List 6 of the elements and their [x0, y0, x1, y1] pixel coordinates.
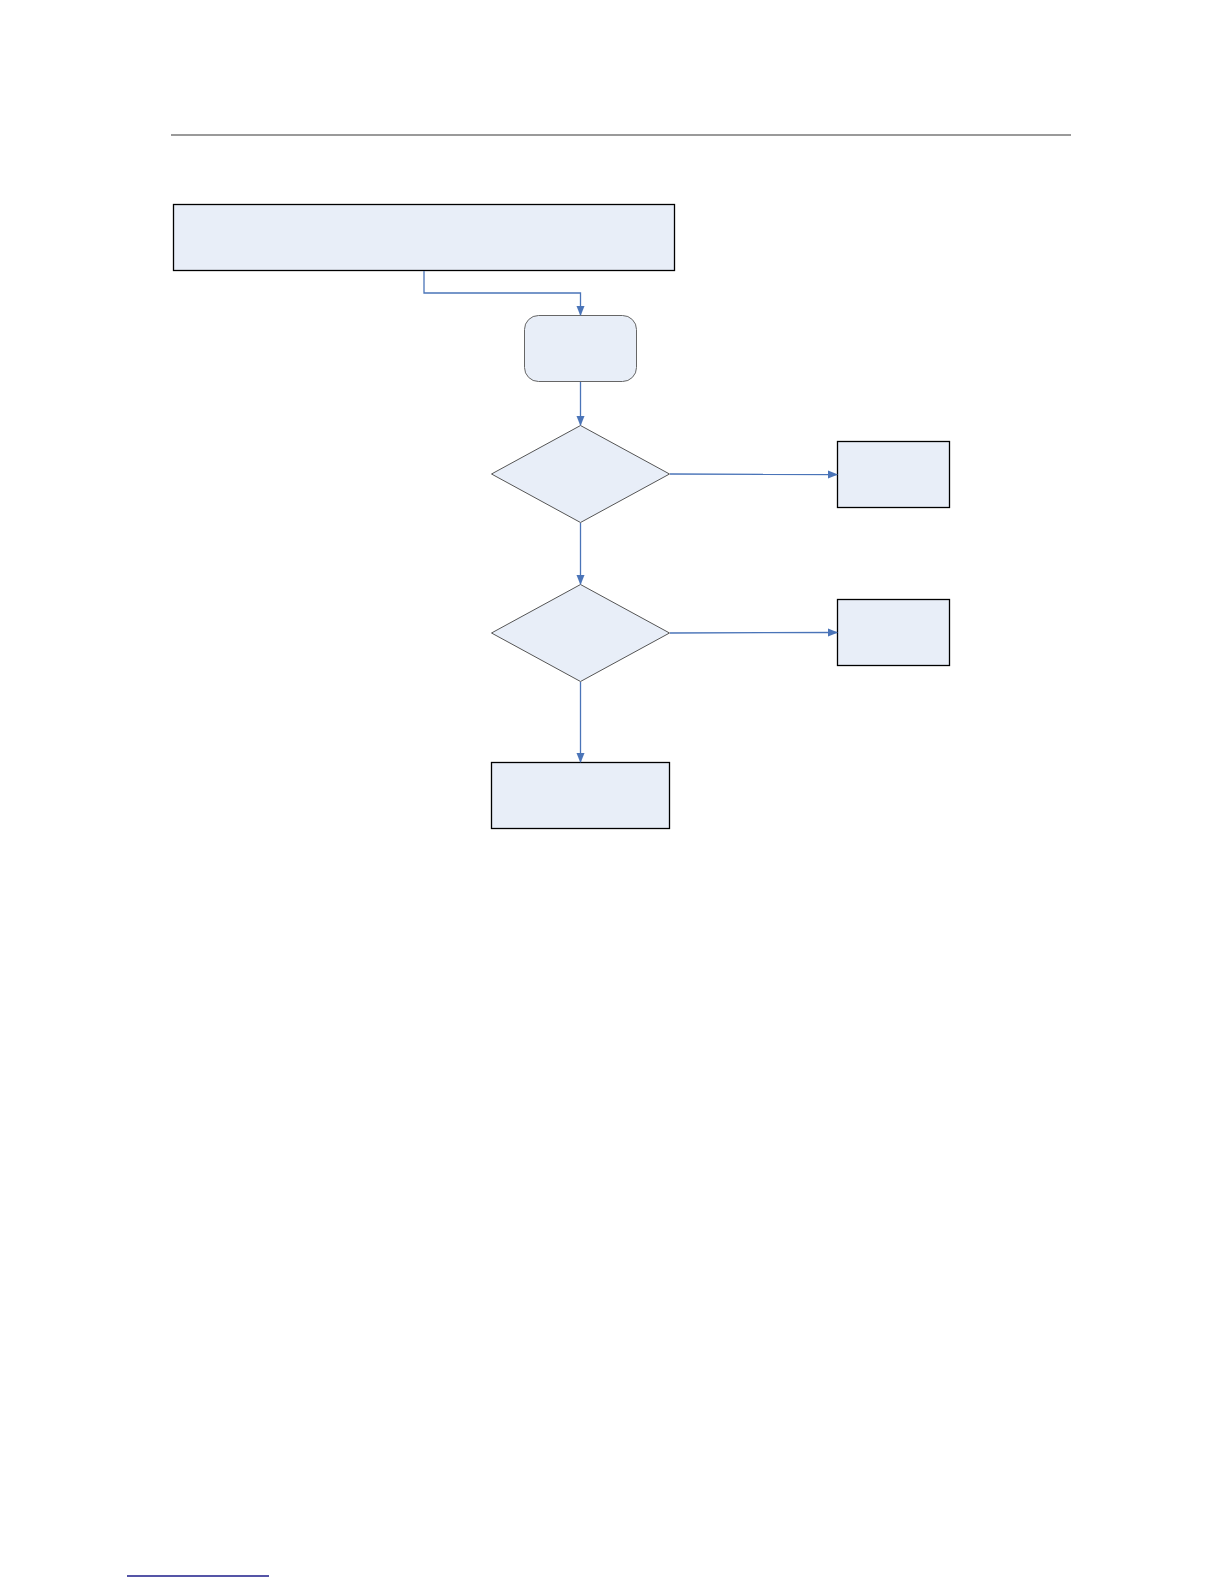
arrow: [423, 270, 585, 316]
arrow: [576, 681, 585, 763]
arrow: [669, 470, 838, 479]
arrow: [669, 628, 838, 637]
arrow: [576, 522, 585, 585]
arrow: [576, 381, 585, 426]
